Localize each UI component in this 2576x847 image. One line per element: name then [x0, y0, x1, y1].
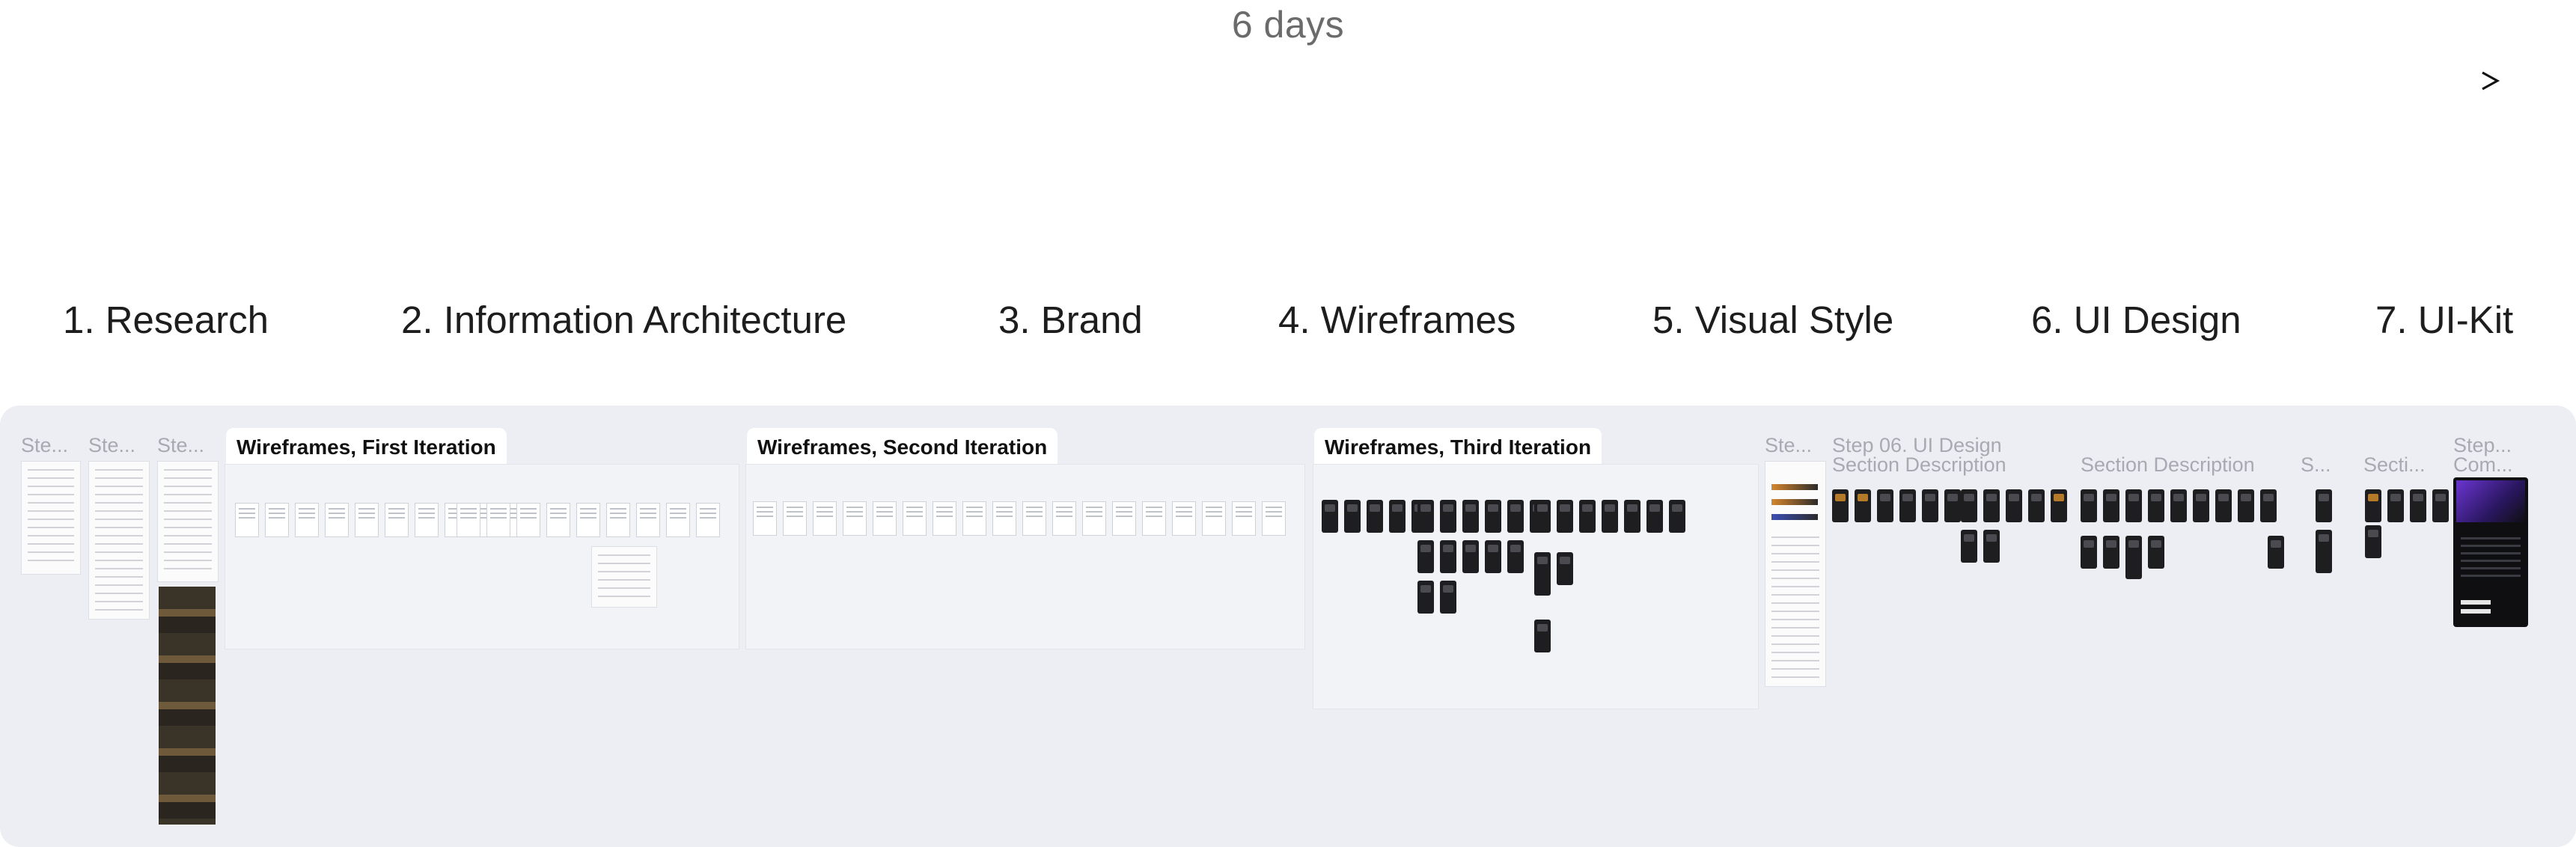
ui-screens-row-3 [1961, 530, 2000, 563]
ui-screens-row-4 [2081, 489, 2277, 522]
dark-wireframes-row-5 [1534, 500, 1685, 533]
ui-screens-row-8 [2316, 530, 2332, 573]
frame-title-visual-style[interactable]: Ste... [1765, 434, 1813, 456]
iteration-second-board[interactable] [745, 464, 1305, 649]
frame-title-research-1[interactable]: Ste... [21, 434, 69, 456]
ui-kit-components[interactable]: Com... [2453, 453, 2513, 476]
step-ui-kit[interactable]: 7. UI-Kit [2375, 299, 2514, 341]
iteration-first-tab[interactable]: Wireframes, First Iteration [226, 428, 507, 465]
research-doc-1[interactable] [21, 461, 81, 575]
frame-title-research-3[interactable]: Ste... [157, 434, 205, 456]
moodboard-images[interactable] [159, 587, 216, 825]
ui-screens-row-6 [2268, 536, 2284, 569]
design-canvas[interactable]: Ste... Ste... Ste... Wireframes, First I… [0, 406, 2576, 847]
dark-wireframes-row-2 [1417, 500, 1546, 533]
duration-label: 6 days [1231, 4, 1345, 46]
section-short[interactable]: Secti... [2363, 453, 2426, 476]
frame-title-ui-kit[interactable]: Step... [2453, 434, 2512, 456]
iteration-third-tab[interactable]: Wireframes, Third Iteration [1314, 428, 1602, 465]
research-doc-3[interactable] [157, 461, 219, 582]
step-information-architecture[interactable]: 2. Information Architecture [401, 299, 847, 341]
iteration-first-board[interactable] [225, 464, 739, 649]
wireframes-first-row-b [457, 503, 720, 537]
step-wireframes[interactable]: 4. Wireframes [1278, 299, 1516, 341]
dark-wireframes-row-4 [1417, 581, 1456, 614]
dark-wireframes-row-1 [1322, 500, 1428, 533]
ui-kit-board[interactable] [2453, 477, 2528, 627]
process-steps: 1. Research 2. Information Architecture … [0, 298, 2576, 350]
wireframes-second-row [753, 501, 1286, 536]
research-doc-2[interactable] [88, 461, 150, 620]
ui-screens-row-1 [1832, 489, 1961, 522]
frame-title-ui-design[interactable]: Step 06. UI Design [1832, 434, 2002, 456]
section-description-1[interactable]: Section Description [1832, 453, 2006, 476]
ui-screens-row-9 [2365, 489, 2449, 522]
step-research[interactable]: 1. Research [63, 299, 269, 341]
iteration-second-tab[interactable]: Wireframes, Second Iteration [747, 428, 1058, 465]
step-ui-design[interactable]: 6. UI Design [2031, 299, 2241, 341]
visual-style-board[interactable] [1765, 461, 1826, 687]
ui-screens-row-7 [2316, 489, 2332, 522]
section-s[interactable]: S... [2301, 453, 2331, 476]
wireframe-flow-card[interactable] [591, 546, 657, 608]
frame-title-research-2[interactable]: Ste... [88, 434, 136, 456]
dark-wireframes-row-3 [1417, 540, 1524, 573]
step-visual-style[interactable]: 5. Visual Style [1652, 299, 1894, 341]
section-description-2[interactable]: Section Description [2081, 453, 2255, 476]
timeline-arrow [123, 71, 2500, 91]
ui-screens-row-5 [2081, 536, 2164, 579]
ui-screens-row-10 [2365, 525, 2381, 558]
dark-wireframes-row-6 [1534, 552, 1573, 596]
dark-wireframes-row-7 [1534, 620, 1551, 652]
step-brand[interactable]: 3. Brand [998, 299, 1143, 341]
ui-screens-row-2 [1961, 489, 2067, 522]
